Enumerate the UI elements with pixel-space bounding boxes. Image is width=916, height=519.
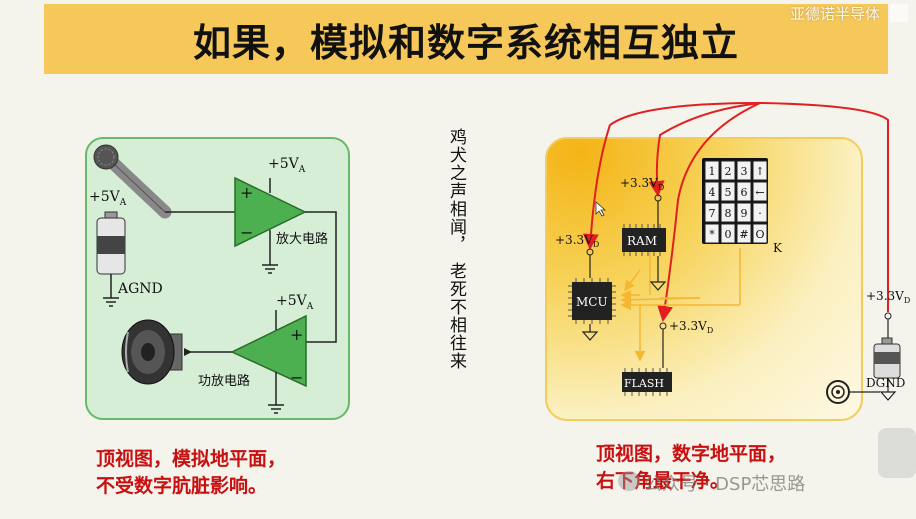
keypad-key-label: ← xyxy=(755,186,764,199)
keypad-key-label: 3 xyxy=(741,165,748,178)
keypad-key xyxy=(736,160,752,181)
battery-icon xyxy=(96,211,126,275)
mcu-chip: MCU xyxy=(568,278,616,324)
caption-digital-line1: 顶视图，数字地平面， xyxy=(596,443,787,465)
dgnd-supply: +3.3VD xyxy=(866,289,910,305)
side-text-col1: 鸡犬之声相闻， xyxy=(446,128,466,254)
keypad-key-label: 7 xyxy=(709,207,716,220)
pa-supply: +5VA xyxy=(276,293,314,312)
keypad-key xyxy=(752,160,768,181)
microphone-icon xyxy=(93,144,172,219)
keypad-key-label: * xyxy=(709,228,715,241)
mouse-cursor-icon xyxy=(595,201,607,217)
ram-supply: +3.3VD xyxy=(620,176,664,192)
supply-wires xyxy=(582,101,889,322)
keypad-key-label: 5 xyxy=(725,186,732,199)
mcu-label: MCU xyxy=(576,295,608,309)
caption-digital: 顶视图，数字地平面， 右下角最干净。 xyxy=(596,441,786,495)
amp-supply: +5VA xyxy=(268,156,306,175)
caption-digital-line2: 右下角最干净。 xyxy=(596,470,730,492)
dgnd-label: DGND xyxy=(866,376,905,390)
keypad-key xyxy=(752,181,768,202)
watermark-logo-icon xyxy=(618,471,640,491)
amp-minus: − xyxy=(240,223,253,242)
keypad-key xyxy=(704,202,720,223)
mcu-supply: +3.3VD xyxy=(555,233,599,249)
pa-minus: − xyxy=(290,368,303,387)
keypad-key xyxy=(720,202,736,223)
flash-chip: FLASH xyxy=(622,368,672,396)
keypad-key-label: 6 xyxy=(741,186,748,199)
battery-supply: +5VA xyxy=(89,189,127,208)
title-bar: 如果，模拟和数字系统相互独立 xyxy=(44,4,888,74)
keypad-key xyxy=(704,223,720,244)
keypad-key xyxy=(752,202,768,223)
keypad-key-label: O xyxy=(755,228,764,241)
caption-analog: 顶视图，模拟地平面， 不受数字肮脏影响。 xyxy=(96,446,286,500)
amp-label: 放大电路 xyxy=(276,231,328,247)
agnd-label: AGND xyxy=(117,281,163,297)
keypad-key xyxy=(720,181,736,202)
side-overlay-icon xyxy=(878,428,916,478)
keypad-key-label: 1 xyxy=(709,165,716,178)
flash-supply: +3.3VD xyxy=(669,319,713,335)
keypad-key-label: 8 xyxy=(725,207,732,220)
keypad-key-label: · xyxy=(758,207,762,220)
side-text-col2: 老死不相往来 xyxy=(446,262,466,370)
page-title: 如果，模拟和数字系统相互独立 xyxy=(192,20,739,65)
amp-plus: + xyxy=(240,183,253,202)
keypad-key xyxy=(704,181,720,202)
keypad-letter: K xyxy=(773,241,783,255)
keypad-key xyxy=(720,160,736,181)
dgnd-battery-icon xyxy=(873,337,901,379)
keypad-key xyxy=(736,223,752,244)
caption-analog-line2: 不受数字肮脏影响。 xyxy=(96,475,268,497)
watermark-icon xyxy=(890,4,908,22)
caption-analog-line1: 顶视图，模拟地平面， xyxy=(96,448,287,470)
flash-label: FLASH xyxy=(624,377,664,390)
pa-plus: + xyxy=(290,325,303,344)
watermark-top: 亚德诺半导体 xyxy=(789,5,880,23)
watermark-bottom: 公众号 · DSP芯思路 xyxy=(644,474,806,495)
keypad-key-label: ↑ xyxy=(755,165,764,178)
keypad-key xyxy=(736,181,752,202)
keypad-key xyxy=(736,202,752,223)
speaker-icon xyxy=(121,319,183,385)
power-amp-opamp xyxy=(230,314,307,388)
keypad-key-label: 9 xyxy=(741,207,748,220)
pa-label: 功放电路 xyxy=(198,373,250,389)
ram-chip: RAM xyxy=(622,224,666,256)
amplifier-opamp xyxy=(234,176,307,248)
ram-label: RAM xyxy=(627,234,657,248)
keypad-key-label: # xyxy=(739,228,748,241)
keypad-key-label: 4 xyxy=(709,186,716,199)
keypad-key xyxy=(752,223,768,244)
bus-lines xyxy=(620,248,741,362)
keypad-key-label: 2 xyxy=(725,165,732,178)
amp-to-pa-wire xyxy=(305,211,337,343)
keypad-key xyxy=(704,160,720,181)
keypad-key xyxy=(720,223,736,244)
buzzer-icon xyxy=(826,380,880,404)
keypad-key-label: 0 xyxy=(725,228,732,241)
